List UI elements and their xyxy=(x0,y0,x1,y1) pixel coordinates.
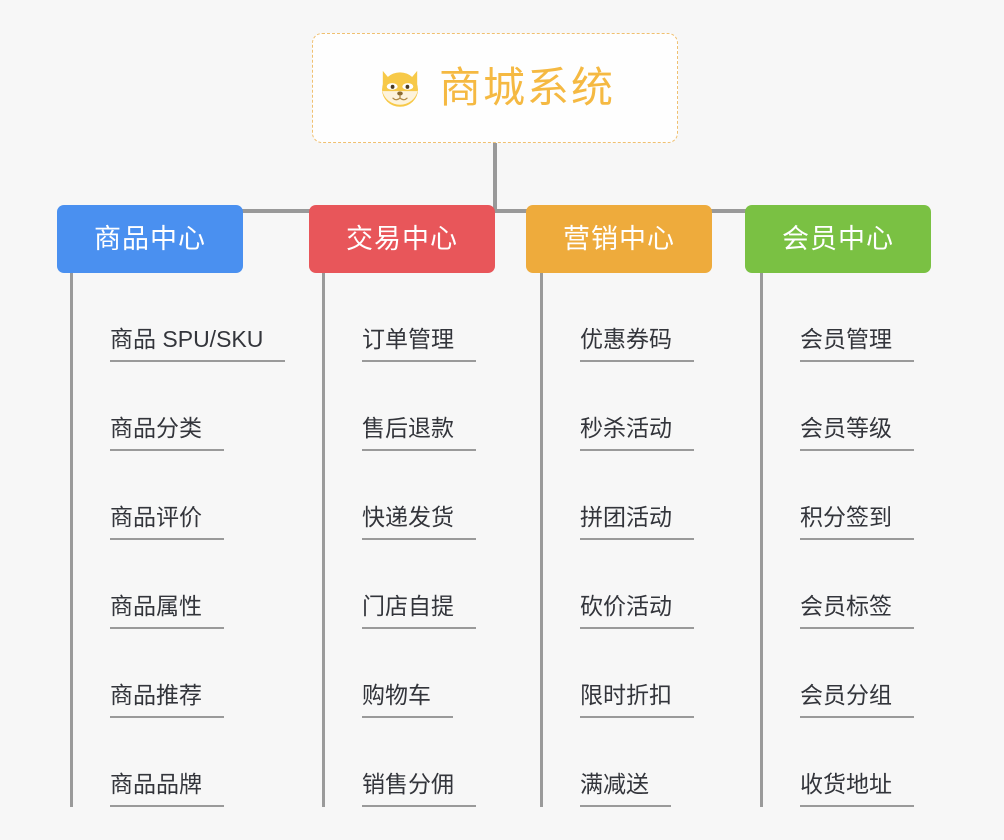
list-item-label: 订单管理 xyxy=(362,328,476,362)
list-item[interactable]: 销售分佣 xyxy=(322,718,476,807)
list-item-label: 会员标签 xyxy=(800,595,914,629)
list-item[interactable]: 售后退款 xyxy=(322,362,476,451)
list-item[interactable]: 商品推荐 xyxy=(70,629,285,718)
list-item[interactable]: 收货地址 xyxy=(760,718,914,807)
list-item-label: 商品品牌 xyxy=(110,773,224,807)
list-item[interactable]: 会员管理 xyxy=(760,273,914,362)
category-label: 商品中心 xyxy=(94,223,206,254)
list-item-label: 购物车 xyxy=(362,684,453,718)
list-item-label: 商品评价 xyxy=(110,506,224,540)
list-item[interactable]: 满减送 xyxy=(540,718,694,807)
list-item[interactable]: 购物车 xyxy=(322,629,476,718)
list-item[interactable]: 限时折扣 xyxy=(540,629,694,718)
list-item-label: 会员分组 xyxy=(800,684,914,718)
list-item-label: 快递发货 xyxy=(362,506,476,540)
list-item-label: 积分签到 xyxy=(800,506,914,540)
list-item[interactable]: 商品属性 xyxy=(70,540,285,629)
list-item-label: 商品 SPU/SKU xyxy=(110,328,286,362)
category-label: 交易中心 xyxy=(346,223,458,254)
shiba-dog-icon xyxy=(382,70,418,107)
category-box-trade-center[interactable]: 交易中心 xyxy=(309,205,495,273)
list-item-label: 商品分类 xyxy=(110,417,224,451)
list-item[interactable]: 商品 SPU/SKU xyxy=(70,273,286,362)
list-item[interactable]: 快递发货 xyxy=(322,451,476,540)
list-item[interactable]: 商品品牌 xyxy=(70,718,285,807)
column-spine xyxy=(70,273,73,807)
root-node[interactable]: 商城系统 xyxy=(312,33,678,143)
list-item-label: 秒杀活动 xyxy=(580,417,694,451)
category-box-product-center[interactable]: 商品中心 xyxy=(57,205,243,273)
list-item-label: 售后退款 xyxy=(362,417,476,451)
list-item-label: 砍价活动 xyxy=(580,595,694,629)
column-spine xyxy=(322,273,325,807)
list-item-label: 会员管理 xyxy=(800,328,914,362)
category-label: 营销中心 xyxy=(563,223,675,254)
category-box-member-center[interactable]: 会员中心 xyxy=(745,205,931,273)
list-item-label: 拼团活动 xyxy=(580,506,694,540)
list-item-label: 门店自提 xyxy=(362,595,476,629)
column-spine xyxy=(540,273,543,807)
list-item[interactable]: 优惠券码 xyxy=(540,273,694,362)
list-item[interactable]: 会员等级 xyxy=(760,362,914,451)
list-item-label: 会员等级 xyxy=(800,417,914,451)
list-item-label: 限时折扣 xyxy=(580,684,694,718)
list-item[interactable]: 商品评价 xyxy=(70,451,285,540)
list-item-label: 商品属性 xyxy=(110,595,224,629)
list-item-label: 满减送 xyxy=(580,773,671,807)
list-item[interactable]: 商品分类 xyxy=(70,362,285,451)
column-spine xyxy=(760,273,763,807)
list-item[interactable]: 订单管理 xyxy=(322,273,476,362)
category-box-marketing-center[interactable]: 营销中心 xyxy=(526,205,712,273)
category-label: 会员中心 xyxy=(782,223,894,254)
item-column-marketing-center: 优惠券码 秒杀活动 拼团活动 砍价活动 限时折扣 满减送 xyxy=(540,273,694,807)
list-item-label: 收货地址 xyxy=(800,773,914,807)
list-item[interactable]: 会员标签 xyxy=(760,540,914,629)
item-column-product-center: 商品 SPU/SKU 商品分类 商品评价 商品属性 商品推荐 商品品牌 xyxy=(70,273,286,807)
list-item[interactable]: 门店自提 xyxy=(322,540,476,629)
list-item[interactable]: 积分签到 xyxy=(760,451,914,540)
connector-root-vertical xyxy=(493,143,497,213)
item-column-trade-center: 订单管理 售后退款 快递发货 门店自提 购物车 销售分佣 xyxy=(322,273,476,807)
list-item[interactable]: 拼团活动 xyxy=(540,451,694,540)
list-item[interactable]: 砍价活动 xyxy=(540,540,694,629)
list-item[interactable]: 会员分组 xyxy=(760,629,914,718)
list-item[interactable]: 秒杀活动 xyxy=(540,362,694,451)
list-item-label: 销售分佣 xyxy=(362,773,476,807)
list-item-label: 商品推荐 xyxy=(110,684,224,718)
item-column-member-center: 会员管理 会员等级 积分签到 会员标签 会员分组 收货地址 xyxy=(760,273,914,807)
root-title: 商城系统 xyxy=(438,64,615,111)
list-item-label: 优惠券码 xyxy=(580,328,694,362)
